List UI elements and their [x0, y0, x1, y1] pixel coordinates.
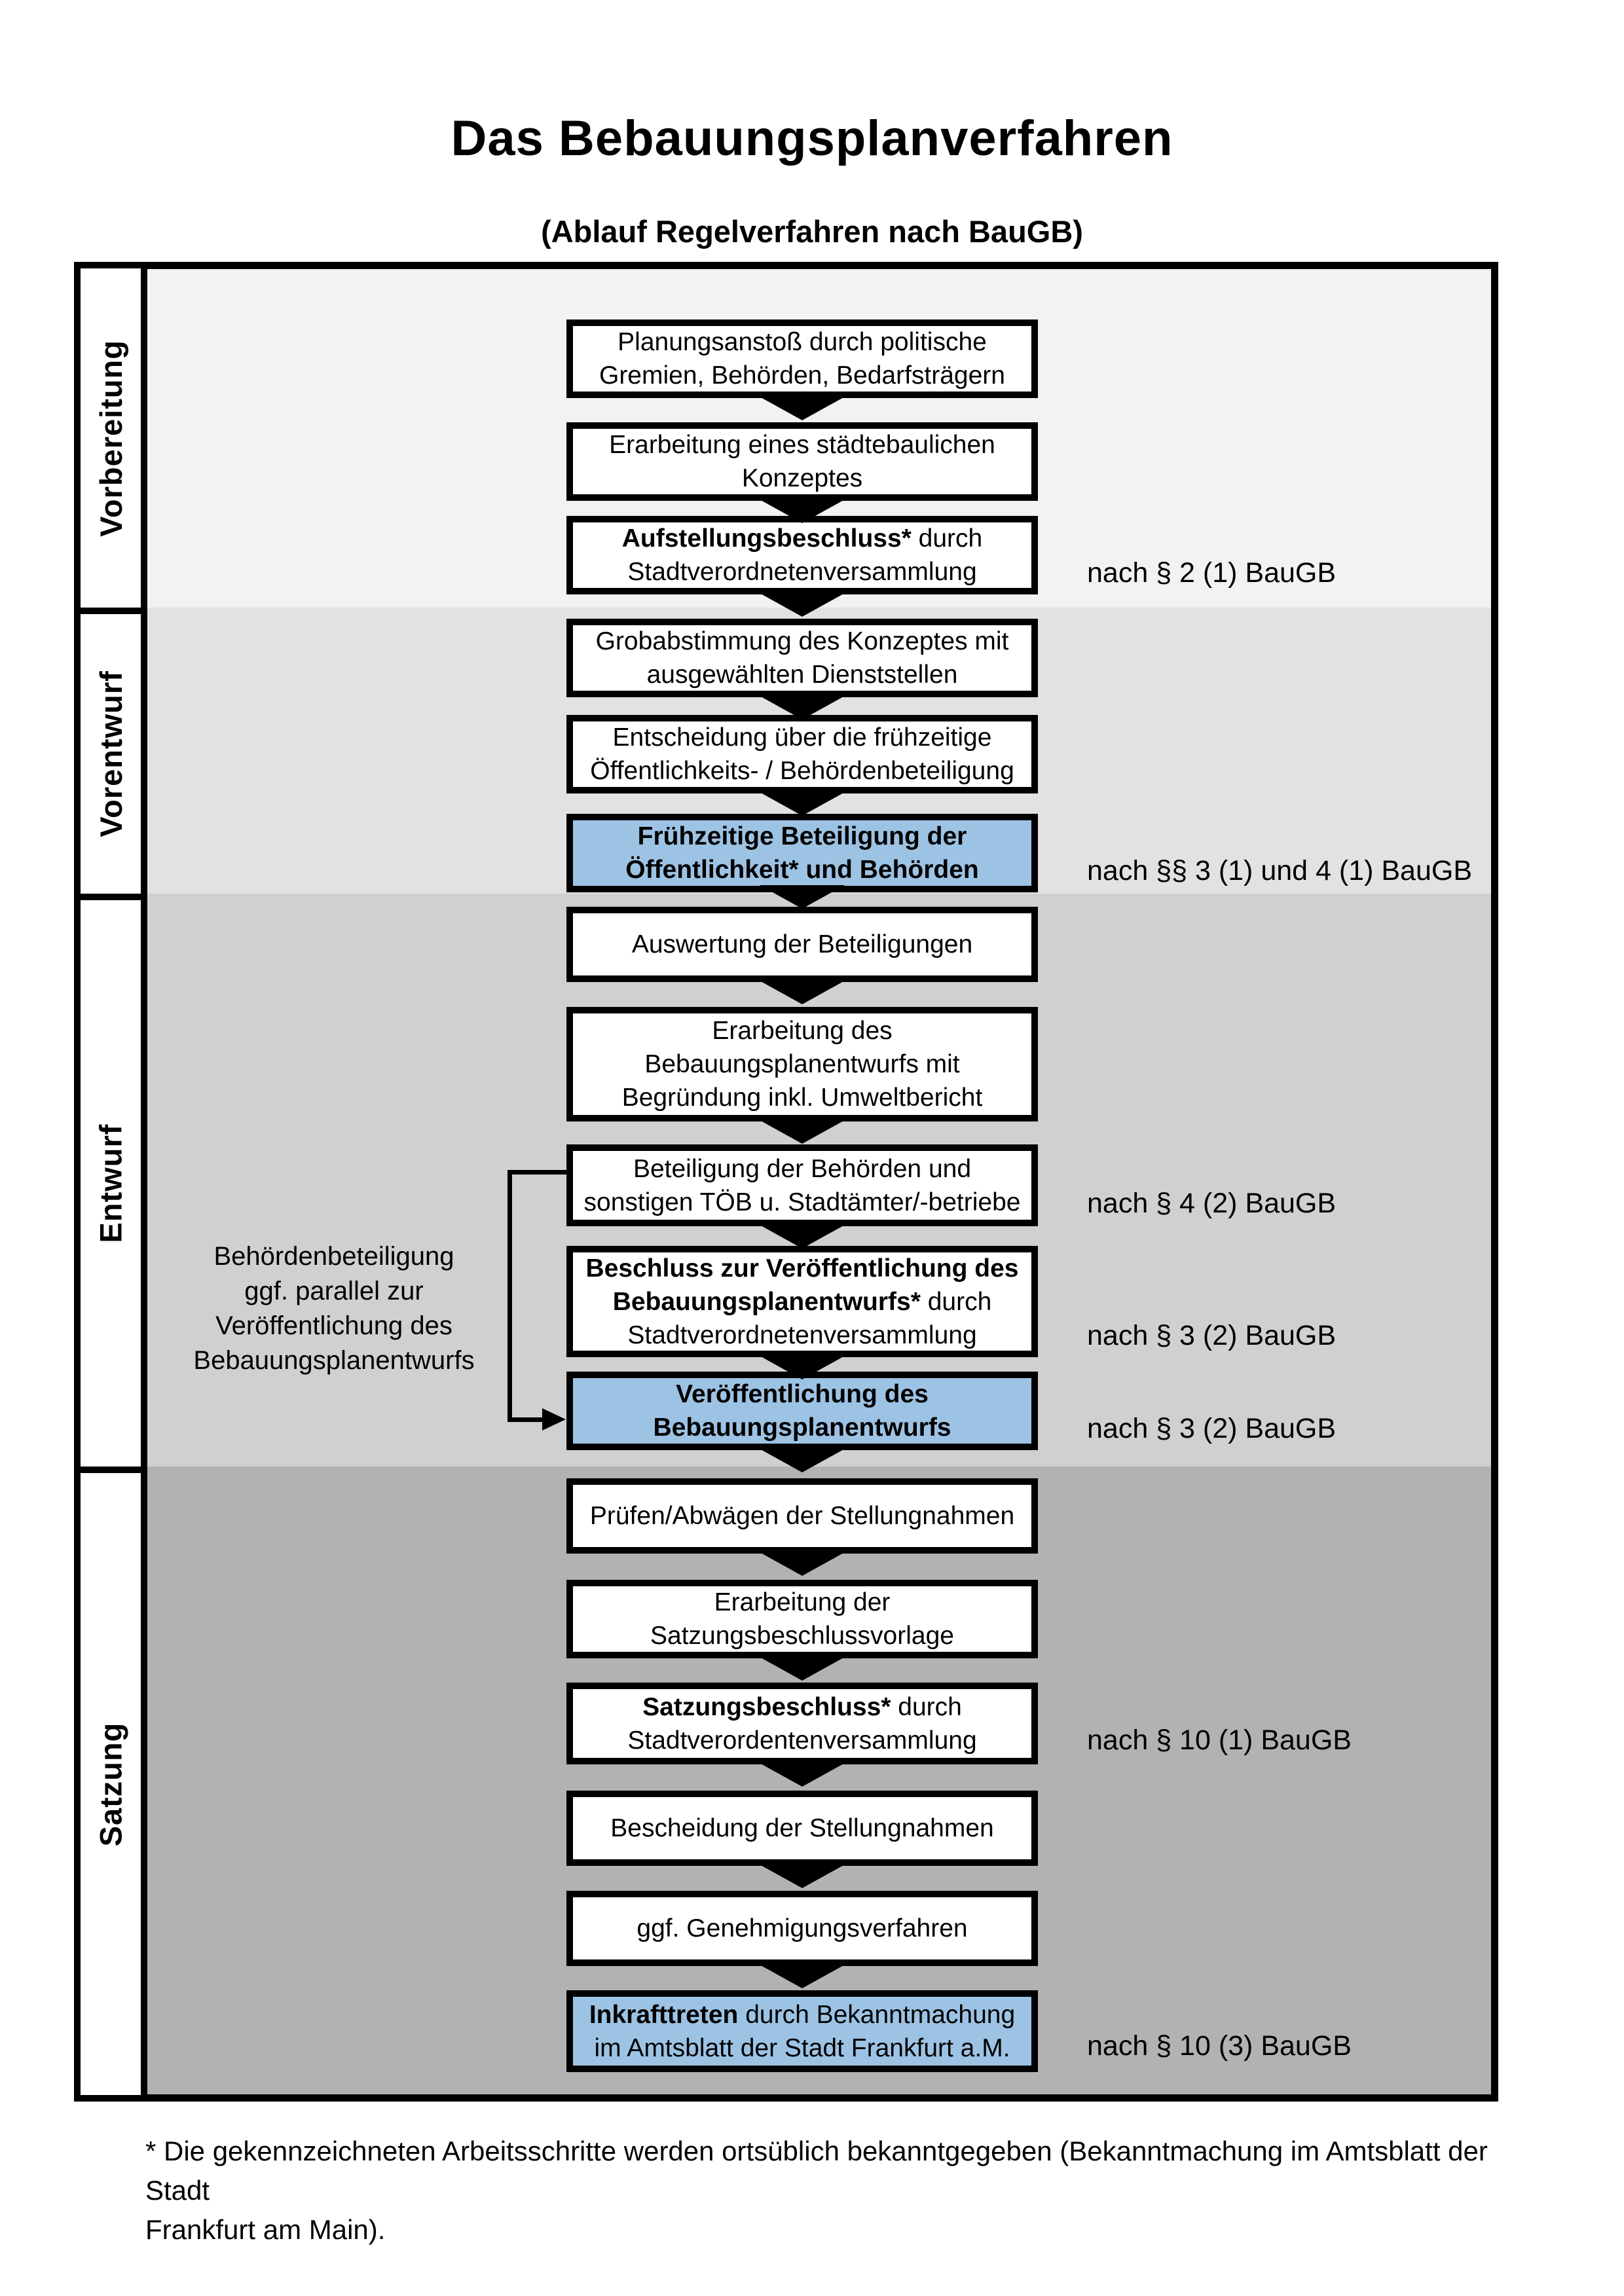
side-annotation-line: Behördenbeteiligung	[213, 1242, 454, 1271]
arrow-down-icon	[760, 1965, 845, 1988]
connector-arrow-right-icon	[542, 1408, 566, 1430]
flow-box-line: Bebauungsplanentwurfs	[653, 1413, 951, 1442]
phase-label: Satzung	[93, 1722, 128, 1846]
flow-box-line: Stadtverordentenversammlung	[627, 1726, 977, 1755]
arrow-down-icon	[760, 1552, 845, 1576]
flow-box-line: Öffentlichkeit* und Behörden	[625, 856, 979, 884]
flow-box-pruefen-abwaegen: Prüfen/Abwägen der Stellungnahmen	[566, 1478, 1038, 1554]
arrow-down-icon	[760, 500, 845, 523]
flow-box-line: ggf. Genehmigungsverfahren	[637, 1914, 968, 1942]
legal-reference: nach § 3 (2) BauGB	[1087, 1320, 1337, 1351]
flow-box-line: Prüfen/Abwägen der Stellungnahmen	[589, 1502, 1015, 1530]
flow-box-line: Grobabstimmung des Konzeptes mit	[595, 627, 1009, 655]
flow-box-line: Satzungsbeschluss* durch	[642, 1692, 962, 1721]
flow-box-line: Frühzeitige Beteiligung der	[637, 822, 967, 850]
footnote-line: * Die gekennzeichneten Arbeitsschritte w…	[145, 2136, 1488, 2206]
flow-box-line: Erarbeitung des	[712, 1017, 893, 1045]
arrow-down-icon	[760, 1763, 845, 1787]
flow-box-line: im Amtsblatt der Stadt Frankfurt a.M.	[594, 2033, 1010, 2062]
flow-box-line: sonstigen TÖB u. Stadtämter/-betriebe	[583, 1188, 1021, 1216]
flow-box-bescheidung: Bescheidung der Stellungnahmen	[566, 1791, 1038, 1866]
flow-box-line: Begründung inkl. Umweltbericht	[621, 1084, 983, 1112]
connector-line-vertical	[507, 1170, 512, 1421]
arrow-down-icon	[760, 696, 845, 720]
connector-line-bottom	[507, 1417, 544, 1422]
phase-label: Vorentwurf	[93, 670, 128, 837]
legal-reference: nach §§ 3 (1) und 4 (1) BauGB	[1087, 855, 1473, 886]
arrow-down-icon	[760, 1356, 845, 1379]
phase-label-cell-entwurf: Entwurf	[74, 894, 147, 1473]
flow-box-line: Beteiligung der Behörden und	[633, 1154, 972, 1183]
side-annotation-line: ggf. parallel zur	[244, 1277, 424, 1305]
page-subtitle: (Ablauf Regelverfahren nach BauGB)	[541, 214, 1083, 249]
flow-box-line: Aufstellungsbeschluss* durch	[621, 524, 983, 553]
flow-box-line: Bebauungsplanentwurfs* durch	[612, 1287, 992, 1316]
flow-box-line: Öffentlichkeits- / Behördenbeteiligung	[590, 757, 1014, 785]
legal-reference: nach § 4 (2) BauGB	[1087, 1188, 1337, 1219]
flow-box-genehmigungsverfahren: ggf. Genehmigungsverfahren	[566, 1891, 1038, 1966]
flow-box-line: Bescheidung der Stellungnahmen	[610, 1814, 994, 1842]
legal-reference: nach § 10 (1) BauGB	[1087, 1724, 1352, 1756]
phase-label-cell-satzung: Satzung	[74, 1467, 147, 2102]
flow-box-line: Satzungsbeschlussvorlage	[650, 1622, 954, 1650]
arrow-down-icon	[760, 981, 845, 1004]
phase-label: Vorbereitung	[93, 339, 128, 537]
phase-label-cell-vorbereitung: Vorbereitung	[74, 262, 147, 614]
legal-reference: nach § 3 (2) BauGB	[1087, 1413, 1337, 1444]
footnote-line: Frankfurt am Main).	[145, 2214, 386, 2245]
flow-box-auswertung: Auswertung der Beteiligungen	[566, 907, 1038, 982]
arrow-down-icon	[760, 1120, 845, 1144]
arrow-down-icon	[760, 1657, 845, 1681]
flow-box-line: Stadtverordnetenversammlung	[627, 1321, 977, 1349]
side-annotation-line: Veröffentlichung des	[215, 1311, 452, 1340]
flow-box-line: Stadtverordnetenversammlung	[627, 558, 977, 586]
arrow-down-icon	[760, 1449, 845, 1472]
flow-box-line: Erarbeitung eines städtebaulichen	[609, 431, 995, 459]
flow-box-line: Entscheidung über die frühzeitige	[612, 723, 992, 752]
flow-box-line: Planungsanstoß durch politische	[618, 328, 987, 356]
flow-box-line: Inkrafttreten durch Bekanntmachung	[589, 2000, 1016, 2029]
flow-box-line: Auswertung der Beteiligungen	[631, 930, 973, 958]
arrow-down-icon	[760, 1865, 845, 1888]
legal-reference: nach § 10 (3) BauGB	[1087, 2030, 1352, 2062]
flow-box-line: Erarbeitung der	[714, 1588, 891, 1616]
connector-line-top	[509, 1170, 568, 1175]
flow-box-line: Veröffentlichung des	[676, 1380, 929, 1408]
flow-box-beteiligung-behoerden: Beteiligung der Behörden und sonstigen TÖ…	[566, 1144, 1038, 1226]
footnote: * Die gekennzeichneten Arbeitsschritte w…	[145, 2132, 1540, 2250]
legal-reference: nach § 2 (1) BauGB	[1087, 557, 1337, 589]
flow-box-inkrafttreten: Inkrafttreten durch Bekanntmachung im Amt…	[566, 1990, 1038, 2072]
phase-label: Entwurf	[93, 1123, 128, 1243]
flow-box-line: Beschluss zur Veröffentlichung des	[585, 1254, 1019, 1283]
flow-box-line: Bebauungsplanentwurfs mit	[644, 1050, 960, 1078]
arrow-down-icon	[760, 593, 845, 617]
arrow-down-icon	[760, 397, 845, 420]
flow-box-line: ausgewählten Dienststellen	[646, 661, 958, 689]
arrow-down-icon	[760, 792, 845, 816]
flow-box-line: Konzeptes	[741, 464, 863, 492]
side-annotation-line: Bebauungsplanentwurfs	[193, 1346, 475, 1375]
page-title: Das Bebauungsplanverfahren	[451, 111, 1173, 166]
arrow-down-icon	[760, 1225, 845, 1248]
arrow-down-icon	[760, 885, 845, 909]
flow-box-line: Gremien, Behörden, Bedarfsträgern	[599, 361, 1005, 390]
phase-label-cell-vorentwurf: Vorentwurf	[74, 608, 147, 900]
flow-box-grobabstimmung: Grobabstimmung des Konzeptes mit ausgewäh…	[566, 619, 1038, 697]
